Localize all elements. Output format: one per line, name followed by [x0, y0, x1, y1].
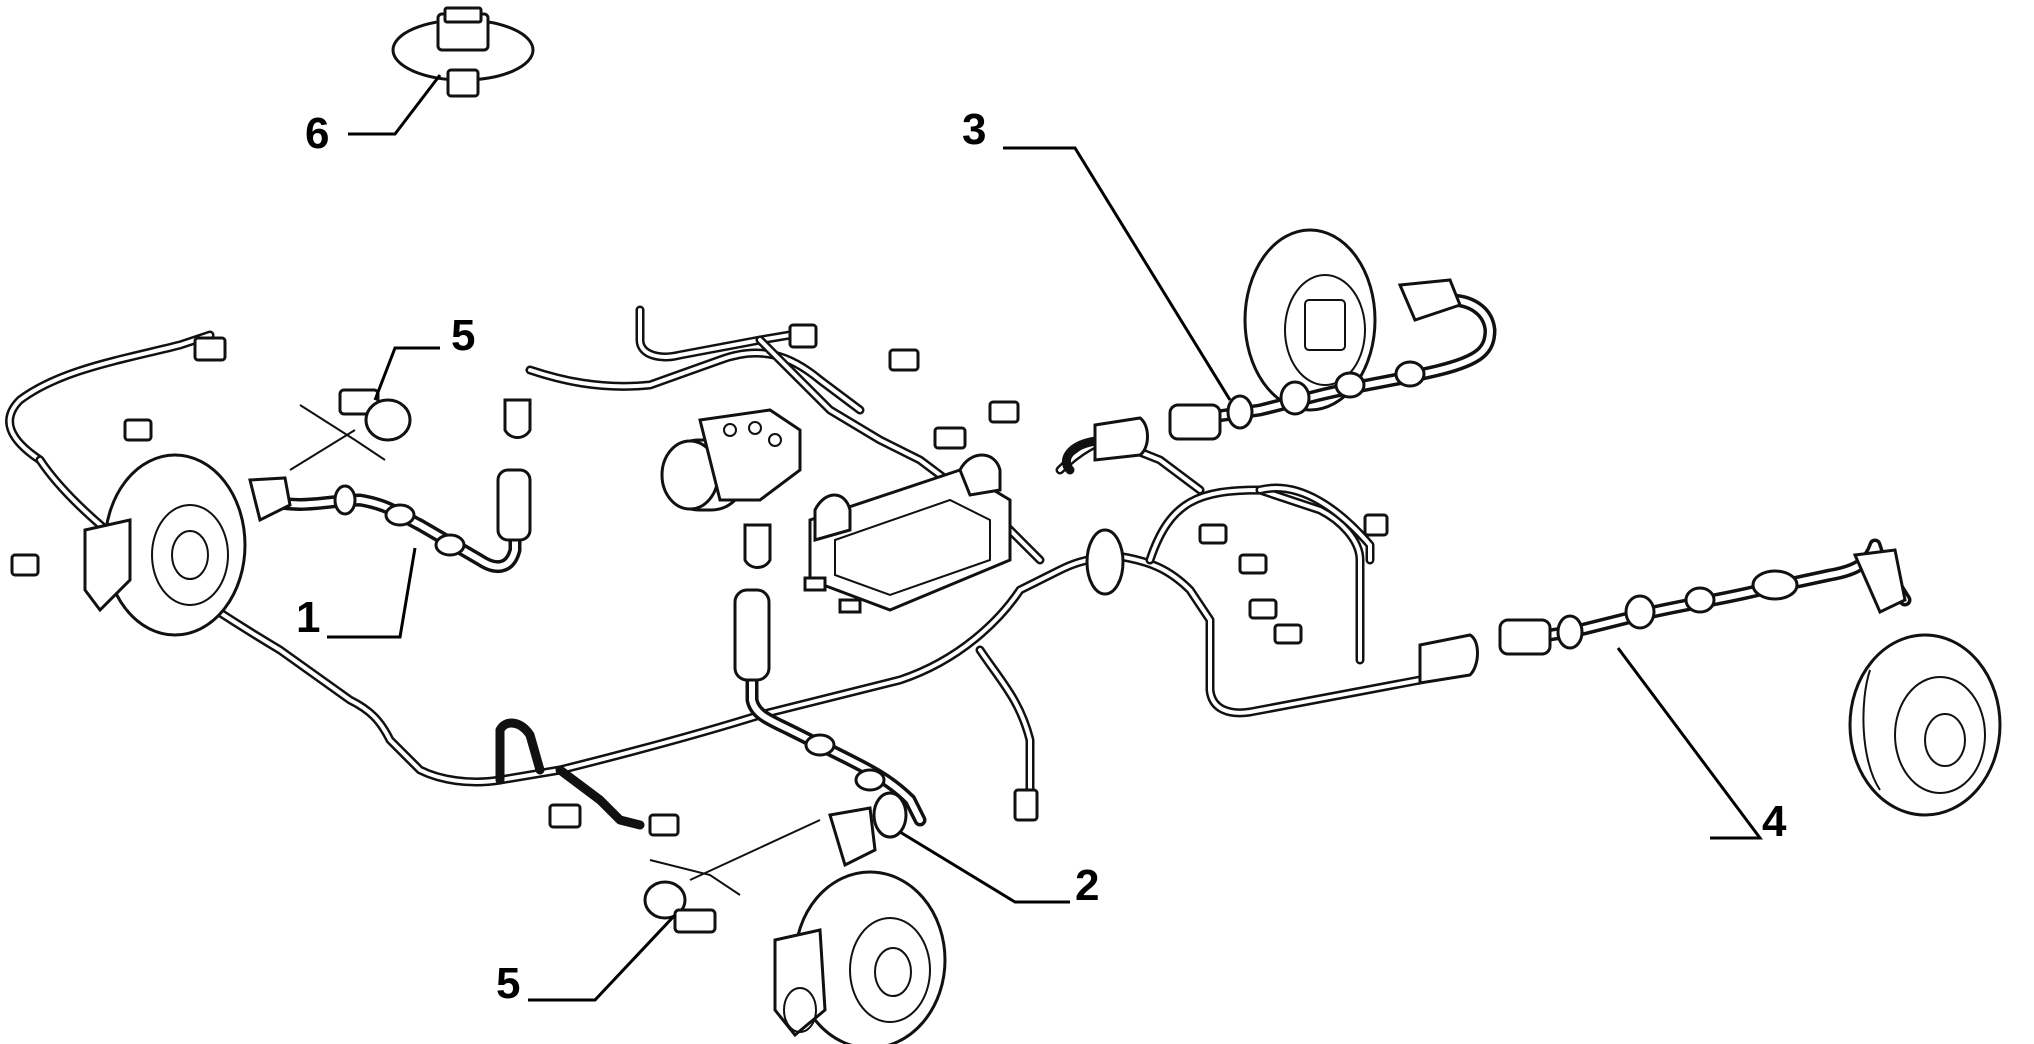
harness-grommet [1085, 528, 1125, 596]
connector-plug [1248, 598, 1278, 620]
sensor-head [1397, 278, 1462, 322]
sensor-cable-rear-right [1498, 538, 1912, 656]
sensor-head [248, 476, 292, 523]
callout-labels: 6 3 5 1 2 4 5 [296, 105, 1787, 1008]
front-left-brake-disc [773, 870, 947, 1044]
callout-6: 6 [305, 109, 329, 158]
leader-line-5-lower [528, 913, 677, 1002]
connector-plug [1238, 553, 1268, 575]
bracket-foot [803, 576, 827, 592]
connector-plug [123, 418, 153, 442]
sensor-cable-rear-left [248, 468, 532, 573]
sensor-cable-front-right [1168, 278, 1497, 441]
connector-plug [193, 336, 227, 362]
round-connector [503, 398, 532, 439]
bracket-foot [838, 598, 862, 614]
ground-terminal [1013, 788, 1039, 822]
connector-plug [888, 348, 920, 372]
round-connector [1418, 633, 1479, 685]
sensor-bolt-upper [289, 388, 412, 471]
sensor-head [1852, 548, 1907, 615]
brake-caliper [773, 928, 827, 1038]
harness-connectors [10, 323, 1479, 837]
callout-5-lower: 5 [496, 959, 520, 1008]
leader-line-2 [899, 830, 1070, 904]
leader-line-5-upper [373, 346, 440, 401]
callout-1: 1 [296, 593, 320, 642]
connector-plug [1273, 623, 1303, 645]
sensor-connector [1168, 403, 1222, 441]
sensor-cable-front-left [733, 588, 927, 868]
leader-line-6 [348, 74, 442, 136]
connector-plug [788, 323, 818, 349]
harness-clip [391, 6, 535, 98]
callout-2: 2 [1075, 861, 1099, 910]
connector-plug [1198, 523, 1228, 545]
leader-line-4 [1616, 647, 1763, 840]
sensor-connector [733, 588, 771, 682]
leader-line-3 [1003, 146, 1232, 401]
connector-plug [988, 400, 1020, 424]
sensor-bolt-lower [643, 819, 821, 934]
round-connector [743, 523, 772, 569]
sensor-connector [1498, 618, 1552, 656]
connector-plug [548, 803, 582, 829]
callout-4: 4 [1762, 797, 1787, 846]
connector-plug [933, 426, 967, 450]
connector-plug [1363, 513, 1389, 537]
leader-lines [327, 74, 1763, 1002]
sensor-head [828, 806, 877, 868]
sensor-connector [496, 468, 532, 542]
round-connector [1093, 416, 1149, 462]
rear-left-brake-disc [83, 453, 247, 637]
abs-mounting-bracket [803, 453, 1012, 614]
front-right-brake-disc [1243, 228, 1377, 412]
connector-plug [10, 553, 40, 577]
brake-caliper [83, 518, 132, 613]
rear-right-brake-disc [1848, 633, 2002, 817]
abs-hydraulic-unit [660, 408, 802, 512]
connector-plug [648, 813, 680, 837]
leader-line-1 [327, 547, 417, 639]
callout-3: 3 [962, 105, 986, 154]
callout-5-upper: 5 [451, 311, 475, 360]
